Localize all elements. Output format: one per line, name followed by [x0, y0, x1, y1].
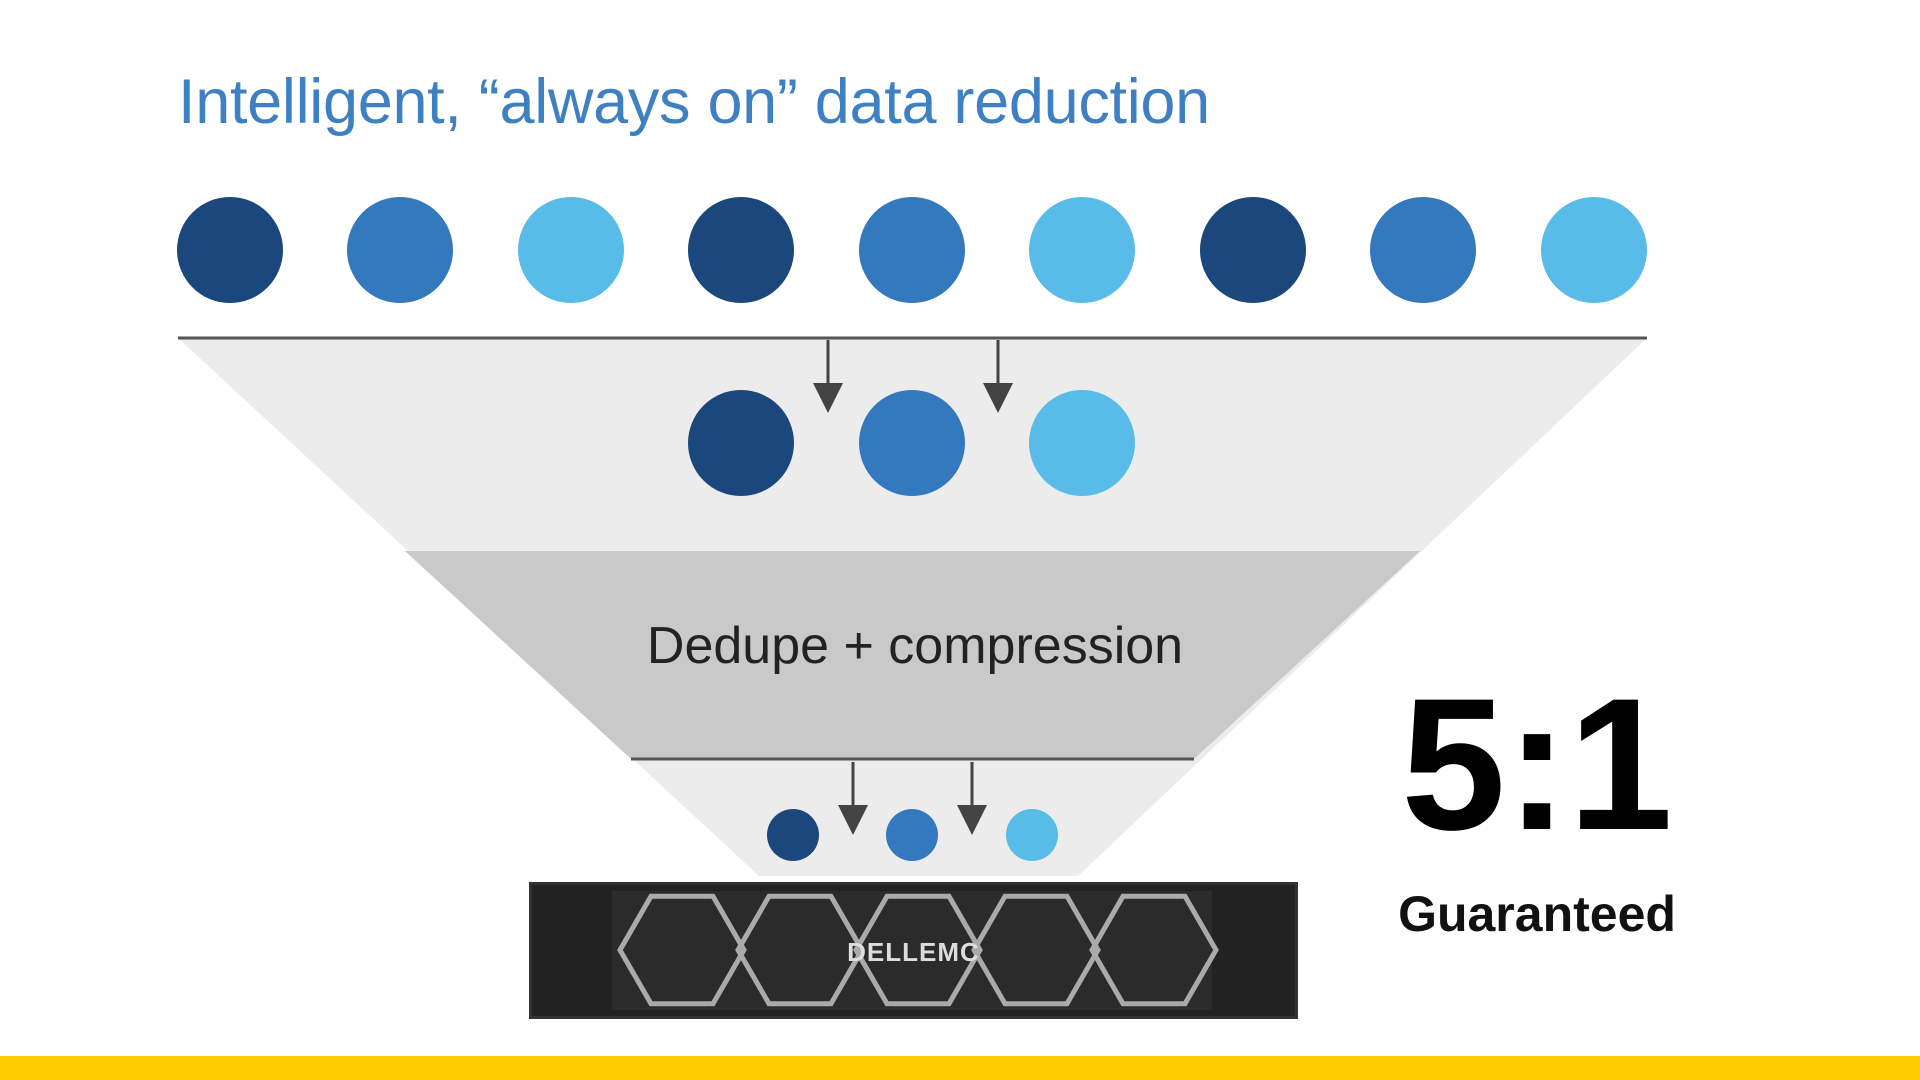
data-block-circle [859, 390, 965, 496]
input-data-blocks [177, 197, 1647, 303]
hexagon-shape [735, 893, 865, 1007]
data-block-circle [688, 197, 794, 303]
accent-bar [0, 1056, 1920, 1080]
data-block-circle [767, 809, 819, 861]
data-block-circle [688, 390, 794, 496]
storage-server-image: DELLEMC [529, 882, 1298, 1019]
hexagon-shape [1089, 893, 1219, 1007]
data-block-circle [1370, 197, 1476, 303]
server-logo: DELLEMC [847, 937, 980, 967]
hexagon-shape [971, 893, 1101, 1007]
data-block-circle [177, 197, 283, 303]
data-block-circle [886, 809, 938, 861]
funnel-band [405, 551, 1420, 759]
reduction-ratio: 5:1 [1401, 659, 1673, 869]
data-block-circle [1029, 197, 1135, 303]
ratio-caption: Guaranteed [1398, 886, 1676, 942]
data-block-circle [1200, 197, 1306, 303]
hexagon-shape [617, 893, 747, 1007]
data-block-circle [347, 197, 453, 303]
data-block-circle [1541, 197, 1647, 303]
data-block-circle [1029, 390, 1135, 496]
hexagon-shape [853, 893, 983, 1007]
compressed-data-blocks [767, 809, 1058, 861]
server-bezel-hexagons [612, 891, 1219, 1010]
data-block-circle [1006, 809, 1058, 861]
data-block-circle [518, 197, 624, 303]
slide-title: Intelligent, “always on” data reduction [178, 67, 1210, 137]
deduped-data-blocks [688, 390, 1135, 496]
dedupe-compression-label: Dedupe + compression [646, 617, 1184, 675]
data-block-circle [859, 197, 965, 303]
